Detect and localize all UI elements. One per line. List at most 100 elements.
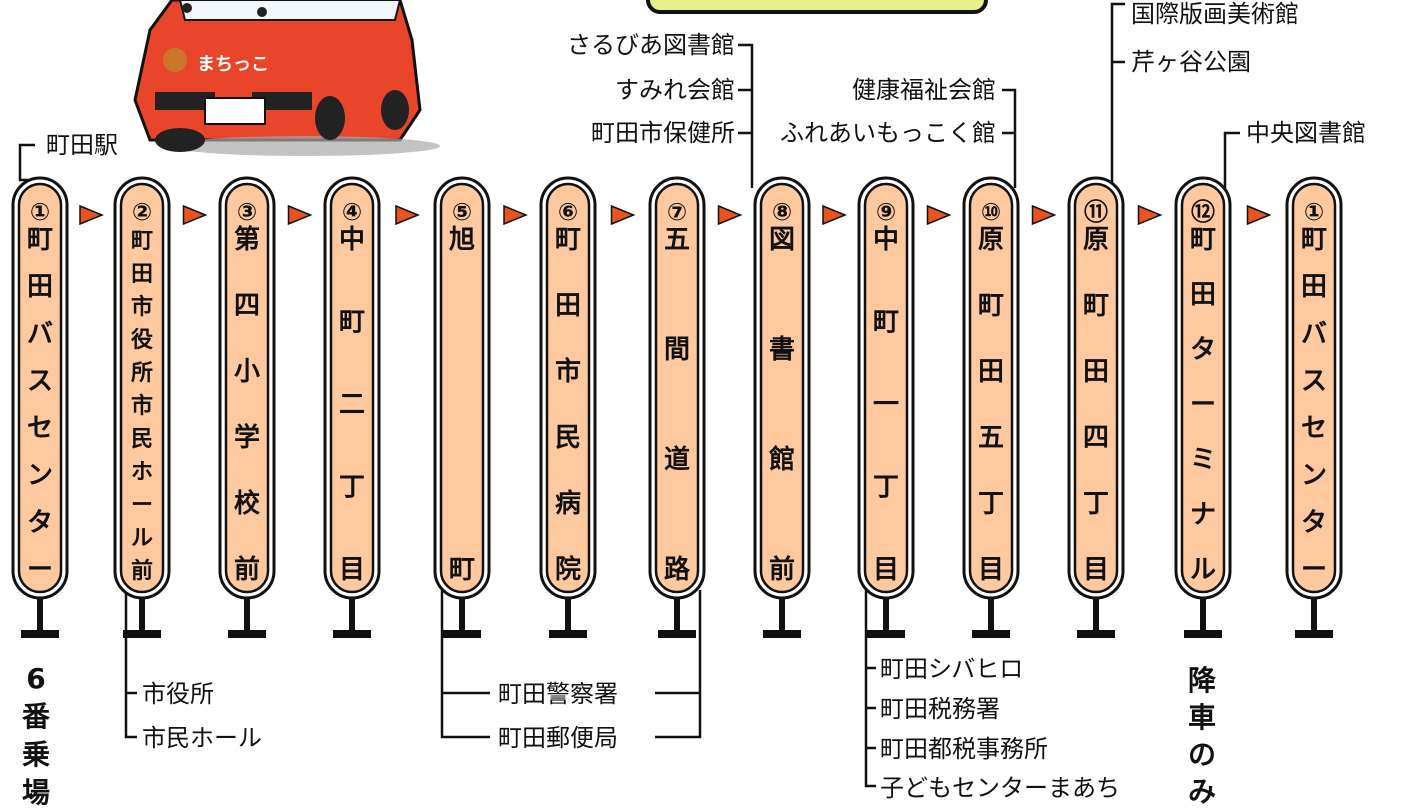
stop-number: ④ [342, 198, 362, 226]
stop-post-base [443, 630, 481, 638]
stop-post [1093, 598, 1099, 632]
bus-name: まちっこ [197, 54, 269, 75]
stop-number: ⑪ [1084, 198, 1108, 226]
route-arrow [182, 204, 208, 226]
landmark-health-center: 町田市保健所 [591, 119, 735, 147]
stop-post [674, 598, 680, 632]
stop-post [1311, 598, 1317, 632]
stop-pill-inner [329, 182, 375, 594]
stop-post [1200, 598, 1206, 632]
stop-post [349, 598, 355, 632]
stop-pill-inner [968, 182, 1014, 594]
stop-name: 第四小学校前 [234, 224, 261, 585]
stop-number: ⑧ [772, 198, 792, 226]
stop-name: 中町二丁目 [339, 225, 365, 585]
route-arrow [717, 204, 743, 226]
stop-post-base [123, 630, 161, 638]
stop-pill-inner [17, 182, 63, 594]
route-arrow [503, 204, 528, 226]
stop-pill-inner [863, 182, 909, 594]
landmark-police-station: 町田警察署 [498, 680, 618, 708]
bus-stop: ② 町田市役所市民ホール前 [113, 176, 171, 638]
stop-post [244, 598, 250, 632]
landmark-shibahiro: 町田シバヒロ [880, 655, 1023, 683]
stop-post [883, 598, 889, 632]
stop-name: 中町一丁目 [873, 225, 899, 585]
route-arrow [926, 204, 952, 226]
stop-post [459, 598, 465, 632]
stop-post-base [972, 630, 1010, 638]
stop-post-base [867, 630, 905, 638]
stop-name: 町田バスセンター [1301, 225, 1327, 585]
stop-pill-inner [119, 182, 165, 594]
landmark-kodomo-center: 子どもセンターまあち [880, 774, 1120, 802]
route-arrow [822, 204, 847, 226]
stop-pill-inner [759, 182, 805, 594]
route-arrows [79, 204, 1272, 226]
stop-name: 町田ターミナル [1190, 225, 1216, 585]
stop-name: 原町田五丁目 [978, 225, 1004, 585]
route-arrow [79, 204, 104, 226]
bus-illustration: まちっこ [133, 0, 440, 156]
landmark-sumire-hall: すみれ会館 [615, 76, 735, 104]
stop-post [565, 598, 571, 632]
stop-name: 町田市役所市民ホール前 [131, 229, 153, 584]
landmark-fureai-mokkoku: ふれあいもっこく館 [780, 119, 996, 147]
stop-number: ⑩ [981, 198, 1001, 226]
landmark-serigaya-park: 芹ヶ谷公園 [1131, 48, 1251, 76]
stop-post [139, 598, 145, 632]
stop-pill-inner [654, 182, 700, 594]
route-arrow [1137, 204, 1163, 226]
sign-box [646, 0, 988, 14]
stop-pill-inner [1180, 182, 1226, 594]
stop-post-base [1184, 630, 1222, 638]
stop-post-base [1295, 630, 1333, 638]
alight-only-note-text: 降車のみ [1188, 664, 1217, 808]
stop-post [37, 598, 43, 632]
stop-number: ⑨ [876, 198, 896, 226]
stop-name: 原町田四丁目 [1083, 225, 1109, 585]
stop-number: ③ [237, 198, 257, 226]
stop-post-base [1077, 630, 1115, 638]
stop-pill-inner [1291, 182, 1337, 594]
stop-pill-inner [545, 182, 591, 594]
stop-post-base [763, 630, 801, 638]
stop-pill-inner [1073, 182, 1119, 594]
landmark-welfare-hall: 健康福祉会館 [852, 76, 996, 104]
stop-number: ② [132, 198, 152, 226]
stop-number: ① [1304, 198, 1324, 226]
landmark-civic-hall: 市民ホール [142, 724, 262, 752]
stop-post-base [658, 630, 696, 638]
route-arrow [1031, 204, 1057, 226]
landmark-saruvia-library: さるびあ図書館 [567, 31, 735, 59]
alight-only-note: 降車のみ [1188, 664, 1217, 808]
landmark-post-office: 町田郵便局 [498, 724, 618, 752]
route-arrow [610, 204, 636, 226]
route-arrow [1246, 204, 1272, 226]
stop-name: 町田バスセンター [27, 225, 53, 585]
stop-name: 五間道路 [664, 225, 691, 585]
stop-post-base [21, 630, 59, 638]
stop-number: ⑦ [667, 198, 687, 226]
route-arrow [395, 204, 420, 226]
stops: ①町田バスセンター②町田市役所市民ホール前③第四小学校前④中町二丁目⑤旭町⑥町田… [11, 176, 1343, 638]
stop-number: ① [30, 198, 50, 226]
leader-lines [18, 2, 1240, 788]
stop-number: ⑤ [452, 198, 472, 226]
stop-number: ⑫ [1191, 198, 1215, 226]
stop-name: 旭町 [449, 225, 475, 585]
landmark-central-library: 中央図書館 [1246, 119, 1366, 147]
stop-post [779, 598, 785, 632]
bus-stop: ⑤旭町 [433, 176, 491, 638]
